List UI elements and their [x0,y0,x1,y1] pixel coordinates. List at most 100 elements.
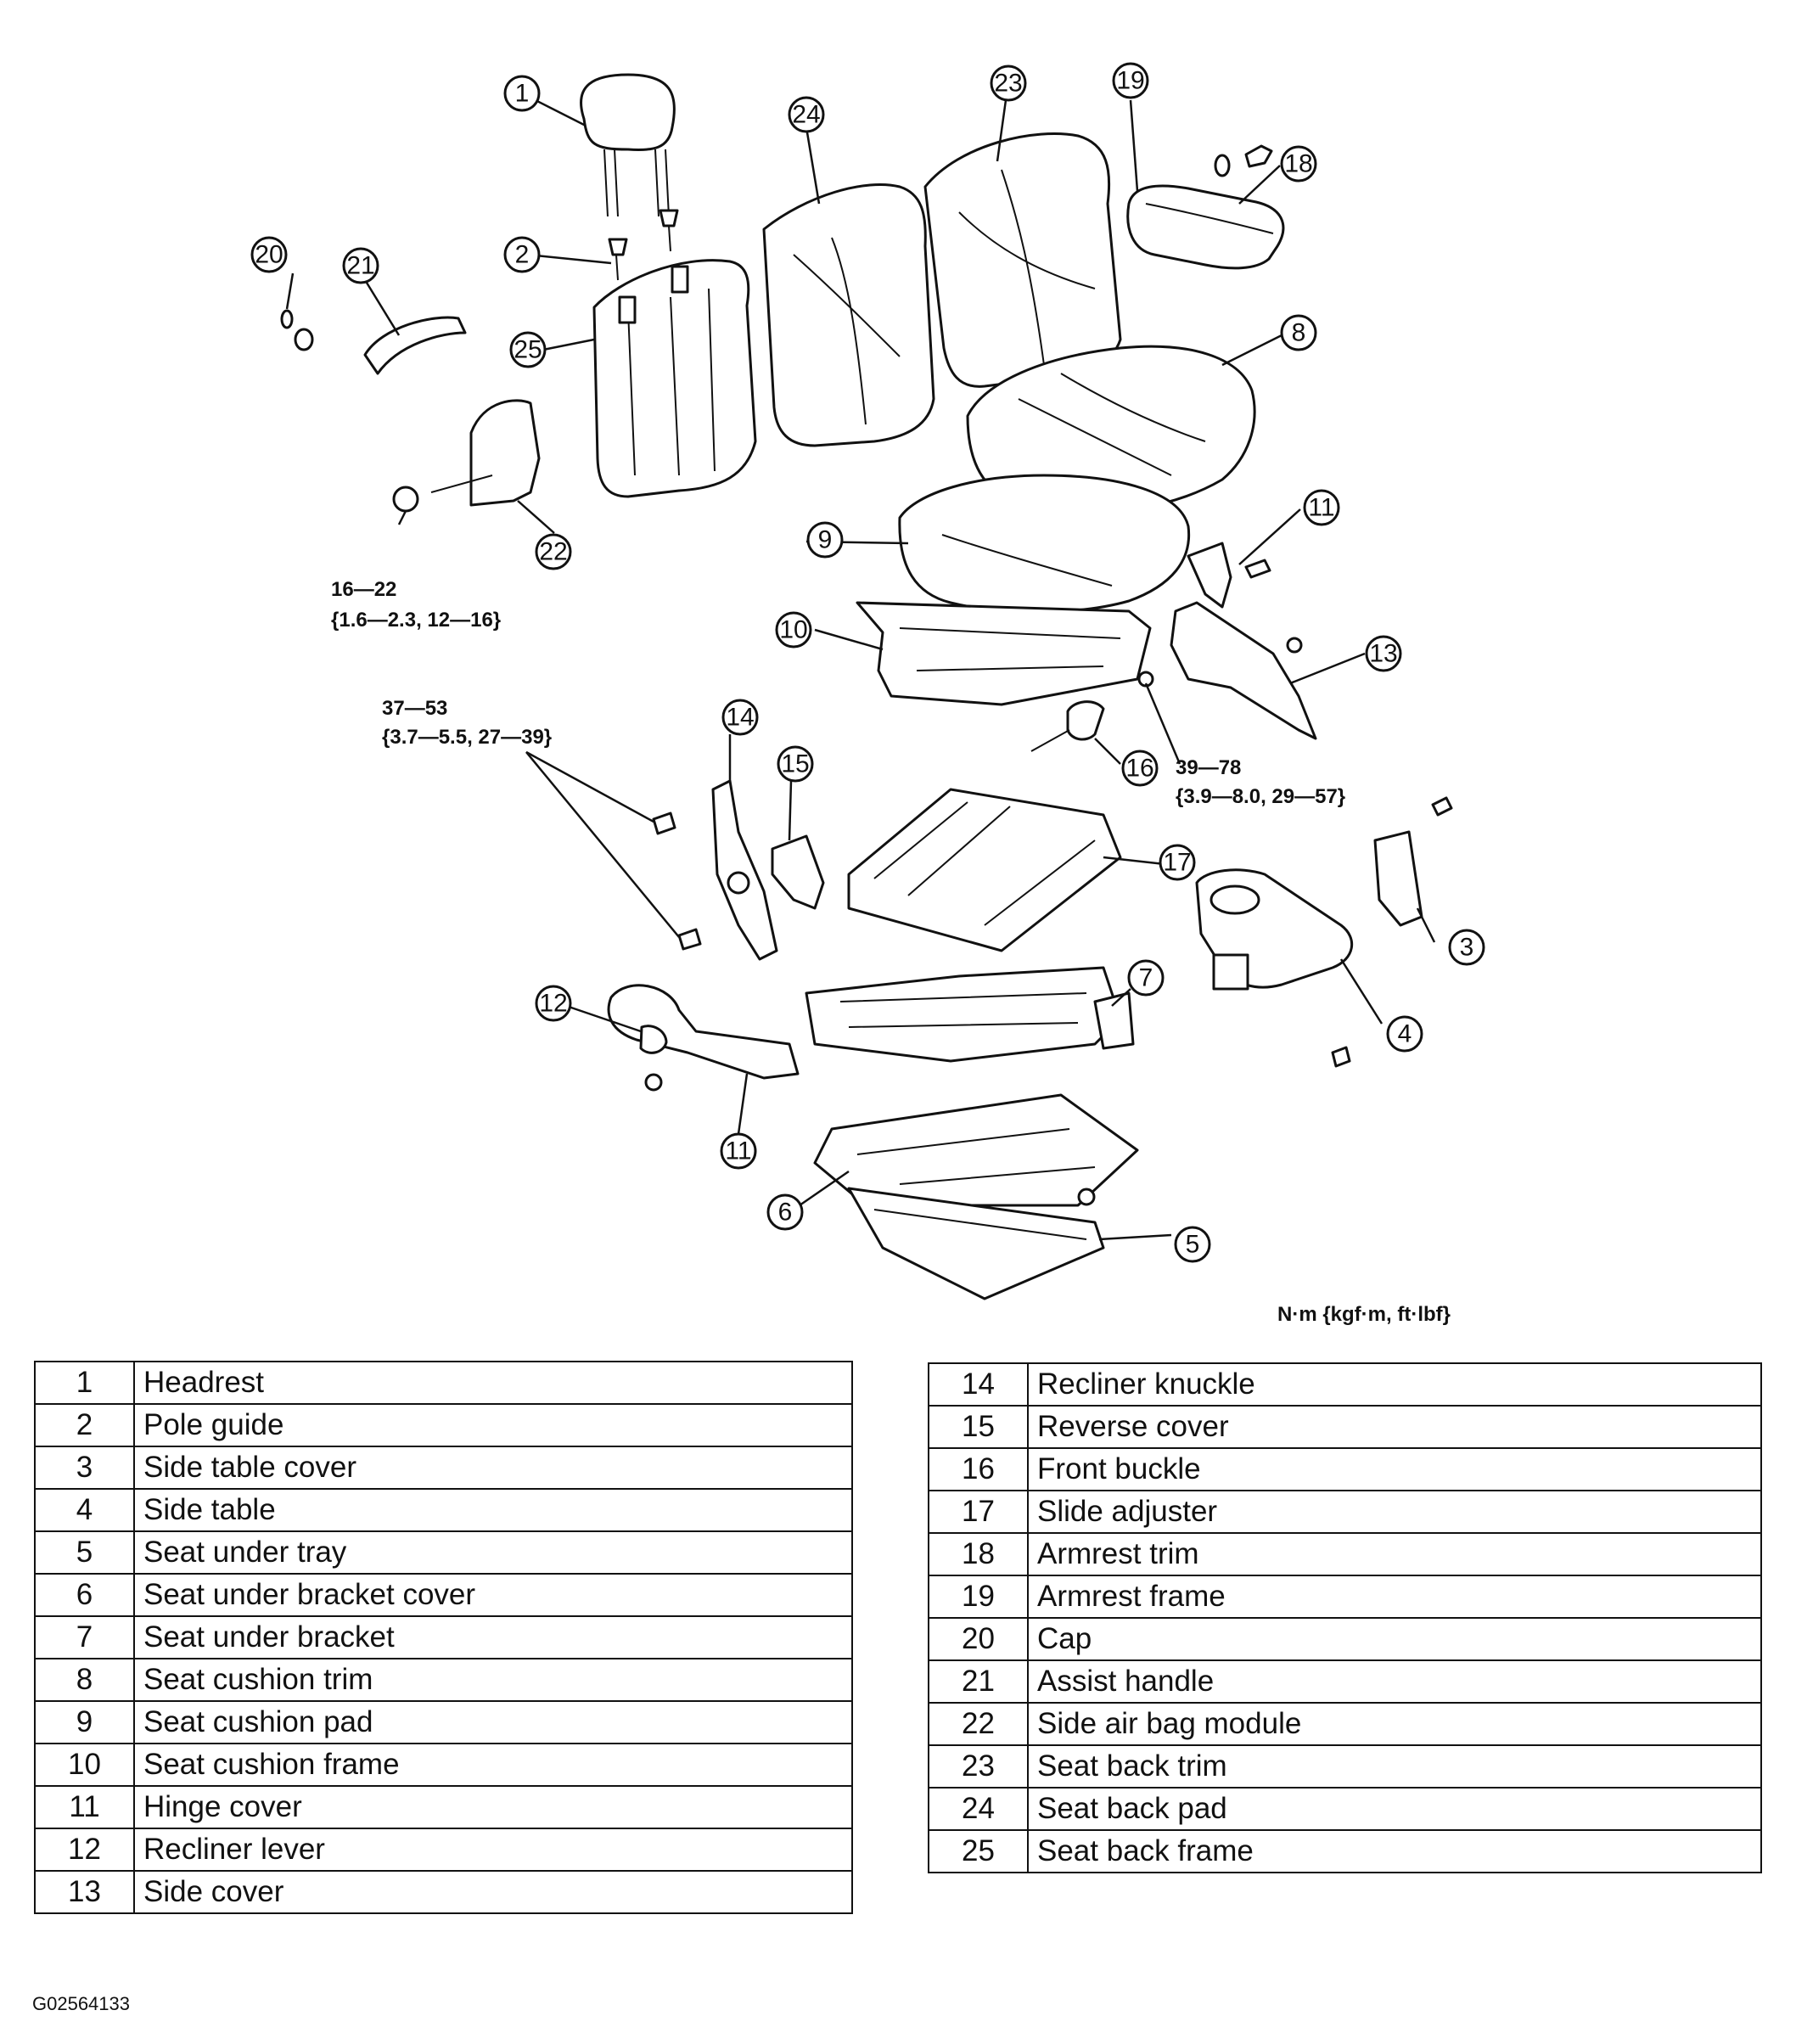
part-number: 17 [928,1490,1029,1534]
part-name: Seat under tray [133,1530,853,1575]
seat-back-trim [923,132,1122,388]
seat-back-pad [762,183,935,447]
callout-17-label: 17 [1163,849,1191,877]
seat-under-bracket [805,966,1135,1063]
callout-7: 7 [1127,959,1165,997]
part-name: Slide adjuster [1027,1490,1762,1534]
part-name: Side cover [133,1870,853,1914]
torque-spec-3-detail: {3.9—8.0, 29—57} [1176,785,1345,808]
part-name: Reverse cover [1027,1405,1762,1449]
callout-1: 1 [503,75,541,112]
part-name: Side air bag module [1027,1702,1762,1746]
part-number: 12 [34,1828,135,1872]
leader-lines [285,92,1436,1241]
callout-13-label: 13 [1369,640,1397,668]
part-number: 16 [928,1447,1029,1491]
part-name: Headrest [133,1361,853,1405]
side-cover [1137,601,1317,740]
callout-2-label: 2 [515,241,530,269]
part-number: 24 [928,1787,1029,1831]
callout-7-label: 7 [1139,964,1153,992]
assist-handle [280,309,467,375]
reverse-cover [771,834,825,910]
callout-24-label: 24 [792,101,820,129]
part-number: 6 [34,1573,135,1617]
callout-9: 9 [806,521,844,559]
part-number: 15 [928,1405,1029,1449]
callout-21: 21 [342,247,379,284]
part-name: Assist handle [1027,1659,1762,1704]
part-name: Armrest trim [1027,1532,1762,1576]
callout-13: 13 [1365,635,1402,672]
recliner-lever [639,1025,668,1092]
seat-cushion-frame [856,601,1152,706]
part-name: Seat back pad [1027,1787,1762,1831]
part-number: 3 [34,1446,135,1490]
callout-14: 14 [721,699,759,736]
seat-under-tray [847,1187,1105,1300]
exploded-seat-diagram: 1 2 3 4 5 6 7 8 9 10 11 11 12 13 14 15 1… [250,62,1485,1300]
callout-19: 19 [1112,62,1149,99]
side-table-cover [1331,796,1453,1068]
callout-11-right-label: 11 [1308,494,1334,522]
part-number: 23 [928,1744,1029,1788]
part-name: Seat cushion trim [133,1658,853,1702]
callout-4: 4 [1386,1015,1423,1053]
part-number: 8 [34,1658,135,1702]
callout-12-label: 12 [539,990,567,1018]
pole-guides [608,209,679,281]
torque-spec-3-value: 39—78 [1176,756,1241,779]
callout-11-left-label: 11 [725,1137,751,1165]
torque-spec-1-value: 16—22 [331,578,396,601]
part-number: 2 [34,1403,135,1447]
part-name: Pole guide [133,1403,853,1447]
part-name: Seat under bracket cover [133,1573,853,1617]
callout-3: 3 [1448,929,1485,966]
torque-spec-1-detail: {1.6—2.3, 12—16} [331,609,501,632]
callout-25-label: 25 [514,336,542,364]
callout-12: 12 [535,985,572,1022]
callout-9-label: 9 [818,526,833,554]
part-number: 21 [928,1659,1029,1704]
callout-6-label: 6 [778,1199,793,1227]
armrest [1126,144,1285,270]
callout-21-label: 21 [346,252,374,280]
callout-22: 22 [535,533,572,570]
part-number: 13 [34,1870,135,1914]
torque-spec-air-bag: 16—22 {1.6—2.3, 12—16} [331,578,501,632]
part-name: Side table cover [133,1446,853,1490]
torque-spec-recliner: 37—53 {3.7—5.5, 27—39} [382,697,552,749]
headrest [580,73,676,217]
part-name: Cap [1027,1617,1762,1661]
part-name: Armrest frame [1027,1575,1762,1619]
part-number: 11 [34,1785,135,1829]
torque-spec-2-value: 37—53 [382,697,447,720]
part-number: 14 [928,1362,1029,1407]
callout-5-label: 5 [1186,1231,1200,1259]
part-number: 25 [928,1829,1029,1873]
part-number: 7 [34,1615,135,1659]
slide-adjuster [847,788,1122,952]
seat-back-frame [592,259,757,498]
callout-5: 5 [1174,1226,1211,1263]
callout-17: 17 [1159,844,1196,881]
callout-3-label: 3 [1460,934,1474,962]
callout-10-label: 10 [779,616,807,644]
part-name: Seat under bracket [133,1615,853,1659]
